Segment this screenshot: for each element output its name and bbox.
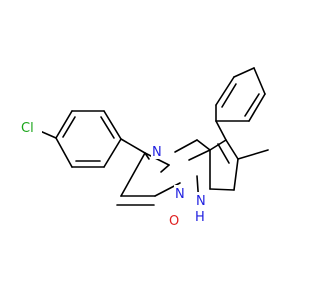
bond xyxy=(174,139,198,153)
bond-c-cl xyxy=(39,130,57,139)
pyrazole-ring xyxy=(209,139,239,191)
chlorine-label: Cl xyxy=(21,121,34,136)
bond xyxy=(233,158,239,191)
bond xyxy=(248,93,266,122)
bond xyxy=(120,152,146,197)
bond-inner xyxy=(244,93,260,117)
bond-inner xyxy=(100,116,115,139)
molecule-drawing: Cl N N N H O xyxy=(20,67,269,229)
bond-inner xyxy=(221,83,237,108)
bond xyxy=(217,143,230,164)
bond-aryl-c5 xyxy=(120,138,146,154)
oxygen-label: O xyxy=(169,214,179,229)
bond xyxy=(225,139,239,160)
phenyl-ring xyxy=(215,67,266,122)
nitrogen-label-n1: N xyxy=(175,187,185,202)
bond-methyl xyxy=(237,149,269,160)
nitrogen-label-nh: N xyxy=(196,194,206,209)
bond xyxy=(196,139,211,151)
bond xyxy=(209,188,235,191)
nitrogen-label-n4: N xyxy=(152,145,162,160)
bond-inner xyxy=(62,116,76,138)
bond xyxy=(103,138,122,168)
bond xyxy=(253,67,266,95)
hydrogen-label-nh: H xyxy=(195,210,205,225)
chlorophenyl-ring xyxy=(55,110,122,168)
bond xyxy=(188,149,211,161)
bond xyxy=(55,110,73,139)
bond-c3-phenyl xyxy=(215,120,227,141)
bond xyxy=(233,67,255,78)
bond xyxy=(55,137,73,168)
bond xyxy=(215,76,235,106)
bond xyxy=(160,164,170,173)
structure-canvas: Cl N N N H O xyxy=(20,67,269,229)
atom-labels: Cl N N N H O xyxy=(20,119,207,229)
bond xyxy=(103,110,122,140)
